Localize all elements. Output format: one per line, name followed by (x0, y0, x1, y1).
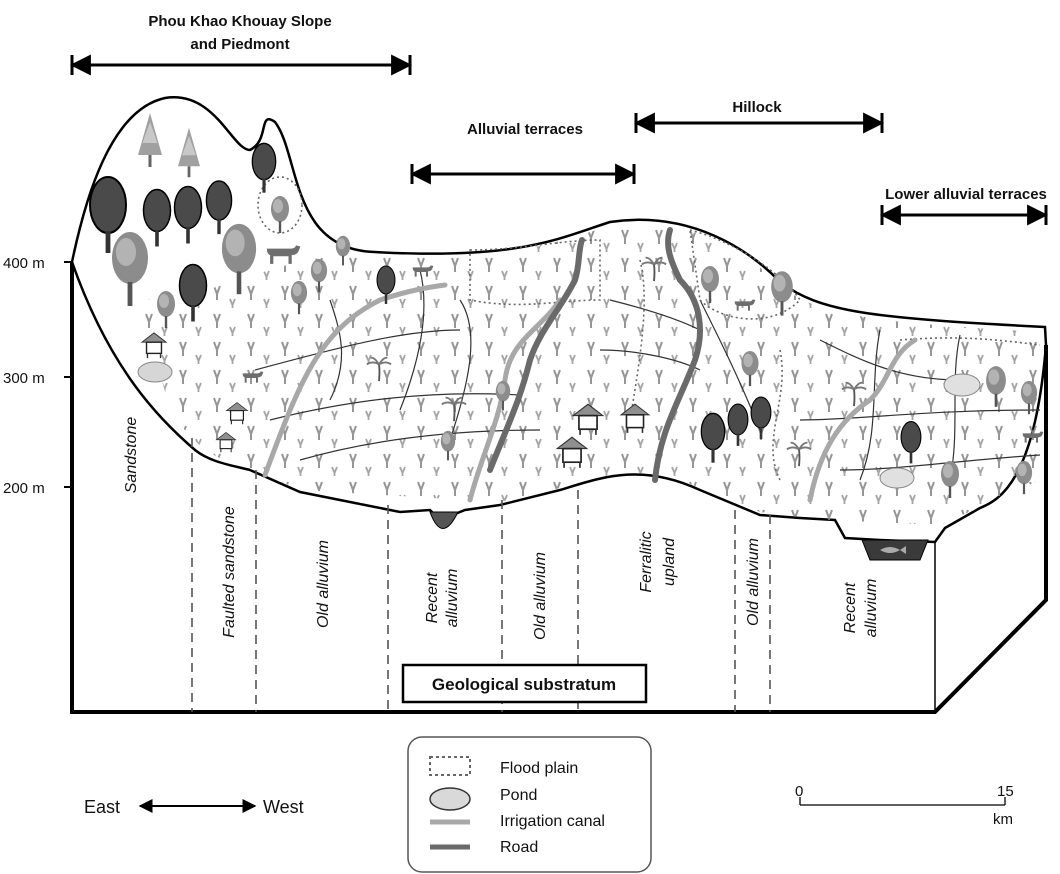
scale-bar: 0 15 km (795, 783, 1014, 828)
pond-icon (944, 374, 980, 396)
geology-recent-alluvium-2a: Recent (842, 582, 859, 633)
region-label-lower-alluvial-terraces: Lower alluvial terraces (885, 186, 1047, 203)
substratum-label: Geological substratum (432, 675, 616, 694)
geology-ferralitic: Ferralitic (638, 531, 655, 592)
geology-recent-alluvium-2b: alluvium (863, 579, 880, 638)
pond-swatch (430, 788, 470, 810)
elevation-axis: 400 m 300 m 200 m (3, 255, 72, 497)
geology-recent-alluvium-1a: Recent (424, 572, 441, 623)
region-label-hillock: Hillock (732, 99, 782, 116)
west-label: West (263, 797, 304, 817)
elevation-label-300: 300 m (3, 370, 45, 387)
geology-sandstone: Sandstone (123, 417, 140, 494)
orientation: East West (84, 797, 304, 817)
legend-pond: Pond (500, 787, 537, 804)
geology-old-alluvium-3: Old alluvium (745, 538, 762, 626)
geology-old-alluvium-2: Old alluvium (532, 552, 549, 640)
elevation-label-200: 200 m (3, 480, 45, 497)
geology-old-alluvium-1: Old alluvium (315, 540, 332, 628)
east-label: East (84, 797, 120, 817)
pond-icon (880, 468, 914, 488)
legend: Flood plain Pond Irrigation canal Road (408, 737, 651, 872)
legend-irrigation-canal: Irrigation canal (500, 813, 605, 830)
region-label-alluvial-terraces: Alluvial terraces (467, 121, 583, 138)
legend-road: Road (500, 839, 538, 856)
region-label-phou-khao: Phou Khao Khouay Slope (148, 13, 331, 30)
scale-unit: km (993, 811, 1013, 828)
scale-end: 15 (997, 783, 1014, 800)
pond-icon (138, 362, 172, 382)
elevation-label-400: 400 m (3, 255, 45, 272)
geology-recent-alluvium-1b: alluvium (444, 569, 461, 628)
geology-upland: upland (661, 537, 678, 586)
legend-flood-plain: Flood plain (500, 760, 578, 777)
region-label-piedmont: and Piedmont (190, 36, 289, 53)
geology-faulted-sandstone: Faulted sandstone (221, 506, 238, 638)
scale-start: 0 (795, 783, 803, 800)
